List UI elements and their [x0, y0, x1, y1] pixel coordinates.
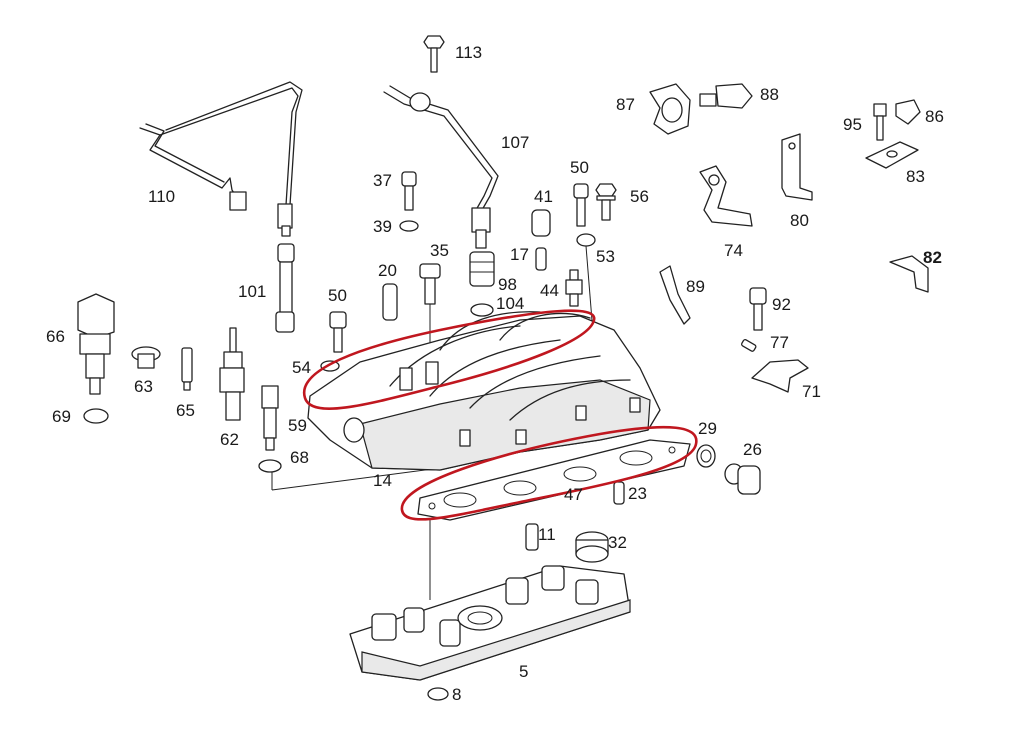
label-65: 65	[176, 401, 195, 420]
label-66: 66	[46, 327, 65, 346]
part-29-ring	[696, 444, 716, 468]
part-65-sensor	[181, 347, 193, 391]
label-74: 74	[724, 241, 743, 260]
label-88: 88	[760, 85, 779, 104]
label-71: 71	[802, 382, 821, 401]
label-62: 62	[220, 430, 239, 449]
part-47-gasket	[417, 439, 691, 600]
part-89-lever	[659, 265, 691, 325]
part-8-nut	[427, 687, 449, 701]
highlight-upper-manifold	[302, 309, 596, 410]
part-56-bolt	[595, 183, 617, 221]
label-54: 54	[292, 358, 311, 377]
part-82-bracket	[889, 255, 929, 293]
label-50-lower: 50	[328, 286, 347, 305]
part-104-washer	[470, 303, 494, 317]
label-44: 44	[540, 281, 559, 300]
label-86: 86	[925, 107, 944, 126]
part-71-bracket	[751, 359, 809, 393]
part-35-stud	[419, 263, 441, 380]
part-83-bracket	[865, 141, 919, 169]
label-113: 113	[455, 43, 482, 62]
part-50-bolt-lower	[329, 311, 347, 353]
part-87-clamp	[649, 83, 691, 135]
part-110-pipe	[139, 81, 303, 237]
label-68: 68	[290, 448, 309, 467]
label-37: 37	[373, 171, 392, 190]
part-44-valve	[565, 269, 583, 307]
part-54-washer	[320, 360, 340, 372]
label-17: 17	[510, 245, 529, 264]
part-37-bolt	[401, 171, 417, 211]
part-11-pin	[525, 523, 539, 551]
label-47: 47	[564, 485, 583, 504]
part-107-pipe	[383, 85, 499, 249]
label-39: 39	[373, 217, 392, 236]
part-20-sleeve	[382, 283, 398, 321]
label-5: 5	[519, 662, 528, 681]
part-39-washer	[399, 220, 419, 232]
part-23-pin	[613, 481, 625, 505]
part-77-pin	[741, 338, 757, 352]
part-80-bracket	[781, 133, 813, 201]
label-101: 101	[238, 282, 266, 301]
part-66-sensor	[77, 293, 115, 395]
label-26: 26	[743, 440, 762, 459]
part-69-washer	[83, 408, 109, 424]
label-107: 107	[501, 133, 529, 152]
label-110: 110	[148, 187, 175, 206]
label-23: 23	[628, 484, 647, 503]
label-80: 80	[790, 211, 809, 230]
label-82: 82	[923, 248, 942, 267]
part-98-fitting	[469, 251, 495, 287]
label-69: 69	[52, 407, 71, 426]
part-41-cap	[531, 209, 551, 237]
part-88-clamp	[699, 83, 753, 109]
label-56: 56	[630, 187, 649, 206]
label-89: 89	[686, 277, 705, 296]
part-68-washer	[258, 459, 441, 491]
label-35: 35	[430, 241, 449, 260]
label-63: 63	[134, 377, 153, 396]
label-29: 29	[698, 419, 717, 438]
part-32-cap	[575, 531, 609, 563]
part-5-lower-manifold	[349, 565, 631, 681]
part-95-bolt	[873, 103, 887, 141]
part-113-bolt	[423, 35, 445, 73]
label-14: 14	[373, 471, 392, 490]
part-59-sensor	[261, 385, 279, 451]
part-86-clip	[895, 99, 921, 125]
part-17-pin	[535, 247, 547, 271]
part-92-bolt	[749, 287, 767, 331]
label-92: 92	[772, 295, 791, 314]
label-11: 11	[538, 525, 556, 544]
label-77: 77	[770, 333, 789, 352]
label-20: 20	[378, 261, 397, 280]
label-87: 87	[616, 95, 635, 114]
part-50-bolt-upper	[573, 183, 589, 227]
part-74-bracket	[699, 165, 753, 227]
label-8: 8	[452, 685, 461, 704]
label-104: 104	[496, 294, 524, 313]
part-26-plug	[724, 463, 761, 495]
label-59: 59	[288, 416, 307, 435]
label-95: 95	[843, 115, 862, 134]
part-14-intake-manifold	[307, 311, 661, 471]
part-63-plug	[131, 346, 161, 369]
highlight-gasket	[400, 425, 698, 521]
label-98: 98	[498, 275, 517, 294]
label-53: 53	[596, 247, 615, 266]
label-50-upper: 50	[570, 158, 589, 177]
part-62-sensor	[219, 327, 245, 421]
label-41: 41	[534, 187, 553, 206]
label-32: 32	[608, 533, 627, 552]
label-83: 83	[906, 167, 925, 186]
part-101-tube	[275, 243, 295, 333]
